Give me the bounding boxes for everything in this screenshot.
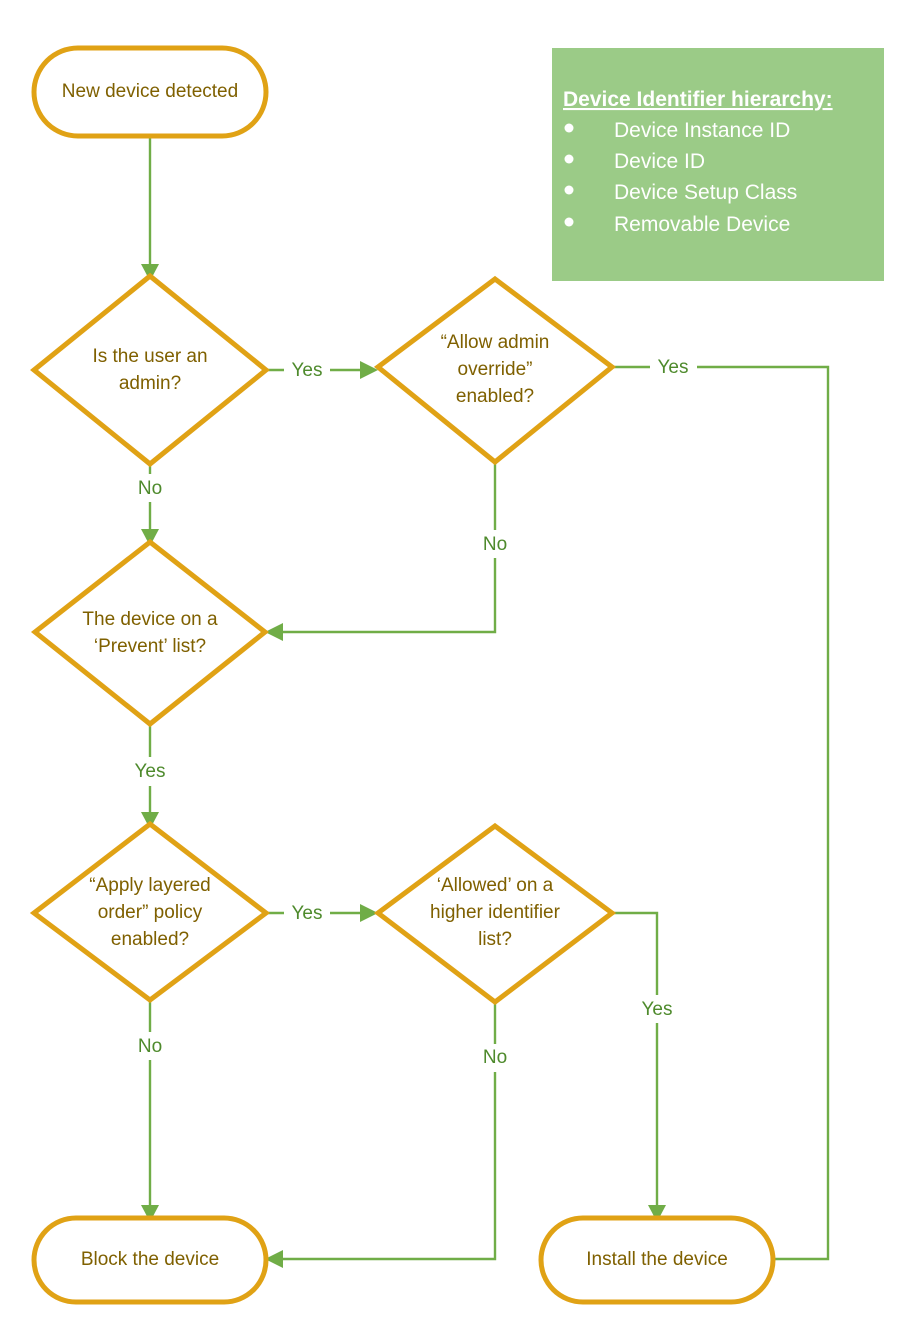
edge-label-allowed-no: No xyxy=(483,1047,507,1068)
arrowhead-icon xyxy=(360,904,378,922)
edge-prevent-yes: Yes xyxy=(135,726,166,829)
legend-item-3: Removable Device xyxy=(614,213,790,236)
arrowhead-icon xyxy=(360,361,378,379)
node-decision-prevent-line-2: ‘Prevent’ list? xyxy=(94,636,206,657)
arrowhead-icon xyxy=(141,1205,159,1222)
node-end-block-label: Block the device xyxy=(81,1249,219,1270)
node-shape xyxy=(373,822,617,1006)
node-decision-layered[interactable]: “Apply layered order” policy enabled? xyxy=(29,820,271,1004)
arrowhead-icon xyxy=(141,264,159,281)
node-shape xyxy=(538,1215,776,1305)
edge-start-to-admin xyxy=(141,136,159,281)
legend-title: Device Identifier hierarchy: xyxy=(563,88,833,111)
arrowhead-icon xyxy=(141,529,159,546)
edge-label-layered-no: No xyxy=(138,1036,162,1057)
node-decision-override-line-2: override” xyxy=(458,359,533,380)
edge-admin-yes: Yes xyxy=(266,360,378,381)
node-decision-layered-line-3: enabled? xyxy=(111,929,189,950)
edge-line xyxy=(612,911,659,995)
edge-line xyxy=(283,558,497,634)
arrowhead-icon xyxy=(265,1250,283,1268)
node-decision-override[interactable]: “Allow admin override” enabled? xyxy=(373,275,617,466)
arrowhead-icon xyxy=(265,623,283,641)
node-decision-admin[interactable]: Is the user an admin? xyxy=(30,272,270,468)
bullet-icon xyxy=(564,123,574,133)
node-decision-override-line-1: “Allow admin xyxy=(441,332,550,353)
node-end-install-label: Install the device xyxy=(586,1249,728,1270)
node-decision-allowed[interactable]: ‘Allowed’ on a higher identifier list? xyxy=(373,822,617,1006)
edge-layered-yes: Yes xyxy=(266,903,378,924)
edge-line xyxy=(600,365,830,1261)
edge-label-override-no: No xyxy=(483,534,507,555)
edge-override-yes: Yes xyxy=(582,357,830,1268)
node-decision-allowed-line-1: ‘Allowed’ on a xyxy=(437,875,554,896)
legend-item-1: Device ID xyxy=(614,150,705,173)
node-end-block[interactable]: Block the device xyxy=(31,1215,269,1305)
node-shape xyxy=(31,1215,269,1305)
node-decision-layered-line-2: order” policy xyxy=(98,902,203,923)
node-decision-prevent-line-1: The device on a xyxy=(82,609,218,630)
bullet-icon xyxy=(564,154,574,164)
edge-admin-no: No xyxy=(138,466,162,546)
edge-allowed-no: No xyxy=(265,1003,507,1268)
bullet-icon xyxy=(564,185,574,195)
node-decision-layered-line-1: “Apply layered xyxy=(89,875,210,896)
edge-label-allowed-yes: Yes xyxy=(642,999,673,1020)
node-end-install[interactable]: Install the device xyxy=(538,1215,776,1305)
edge-override-no: No xyxy=(265,463,507,641)
legend-item-0: Device Instance ID xyxy=(614,119,790,142)
edge-allowed-yes: Yes xyxy=(612,911,673,1222)
node-start-label: New device detected xyxy=(62,81,238,102)
node-shape xyxy=(29,820,271,1004)
edge-line xyxy=(283,1072,497,1261)
node-decision-admin-line-1: Is the user an xyxy=(92,346,207,367)
edge-label-admin-yes: Yes xyxy=(292,360,323,381)
legend-item-2: Device Setup Class xyxy=(614,181,797,204)
node-decision-prevent[interactable]: The device on a ‘Prevent’ list? xyxy=(30,538,270,728)
node-shape xyxy=(30,272,270,468)
node-shape xyxy=(31,45,269,139)
legend-background xyxy=(552,48,884,281)
edge-label-override-yes: Yes xyxy=(658,357,689,378)
node-decision-override-line-3: enabled? xyxy=(456,386,534,407)
node-decision-allowed-line-2: higher identifier xyxy=(430,902,561,923)
edge-label-prevent-yes: Yes xyxy=(135,761,166,782)
node-decision-allowed-line-3: list? xyxy=(478,929,512,950)
edge-layered-no: No xyxy=(138,1000,162,1222)
bullet-icon xyxy=(564,217,574,227)
edge-label-layered-yes: Yes xyxy=(292,903,323,924)
arrowhead-icon xyxy=(141,812,159,829)
node-shape xyxy=(30,538,270,728)
legend-device-identifier-hierarchy: Device Identifier hierarchy: Device Inst… xyxy=(552,48,884,281)
node-shape xyxy=(373,275,617,466)
arrowhead-icon xyxy=(648,1205,666,1222)
edge-label-admin-no: No xyxy=(138,478,162,499)
node-start[interactable]: New device detected xyxy=(31,45,269,139)
node-decision-admin-line-2: admin? xyxy=(119,373,181,394)
